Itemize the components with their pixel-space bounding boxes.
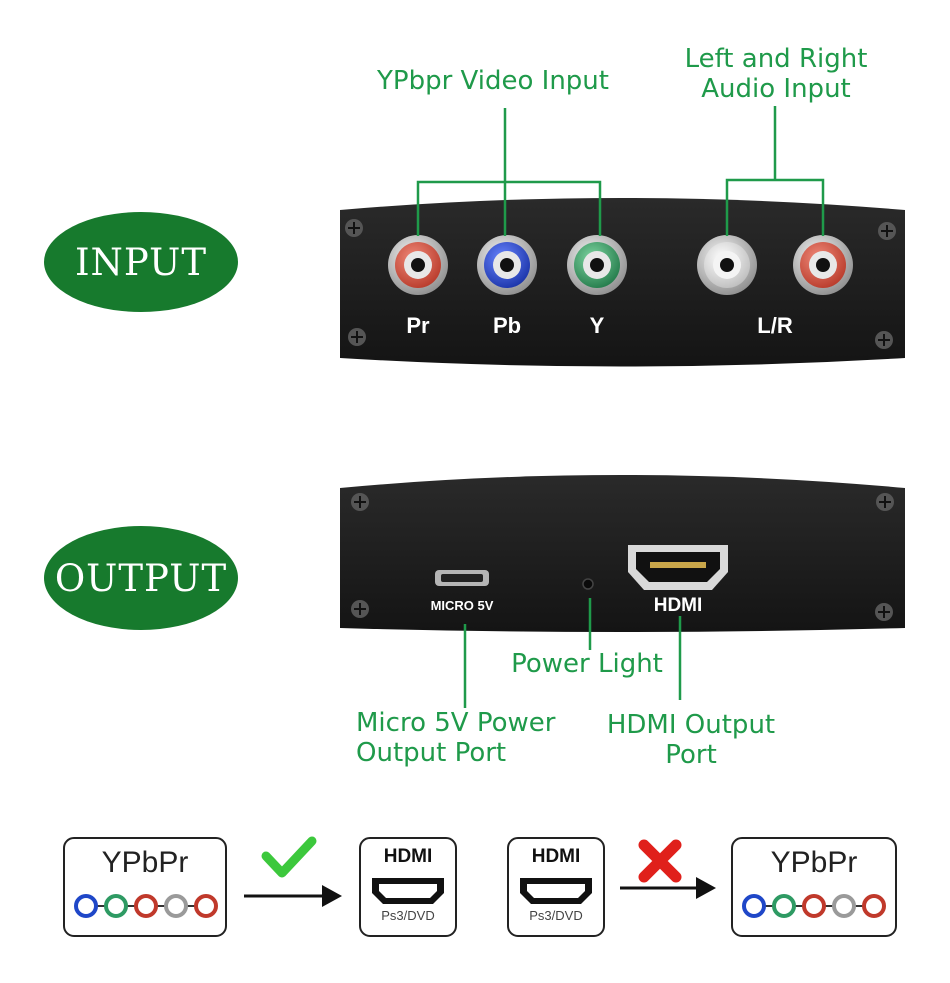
jack-label-pb: Pb	[492, 313, 522, 338]
video-callout-lines	[416, 108, 602, 236]
output-badge: OUTPUT	[44, 526, 238, 630]
rca-jack-y-icon	[567, 235, 627, 295]
hdmi-output-callout-line1: HDMI Output	[606, 710, 776, 740]
ypbpr-target-box	[731, 837, 897, 937]
micro-usb-port-icon	[435, 570, 489, 586]
power-light-callout: Power Light	[511, 649, 663, 679]
ypbpr-connector-row-icon	[74, 894, 218, 918]
rca-jack-pr-icon	[388, 235, 448, 295]
unsupported-source-label: HDMI	[531, 846, 581, 867]
supported-source-label: YPbPr	[101, 846, 189, 879]
audio-input-callout-line1: Left and Right	[684, 44, 868, 74]
hdmi-port-icon	[628, 545, 728, 590]
unsupported-source-caption: Ps3/DVD	[529, 908, 583, 923]
screw-icon	[875, 331, 893, 349]
audio-input-callout-line2: Audio Input	[701, 74, 851, 104]
supported-target-caption: Ps3/DVD	[381, 908, 435, 923]
rca-jack-right-audio-icon	[793, 235, 853, 295]
check-mark-icon	[261, 836, 317, 878]
jack-label-y: Y	[589, 313, 605, 338]
hdmi-output-callout-line2: Port	[665, 740, 717, 770]
unsupported-target-label: YPbPr	[770, 846, 858, 879]
jack-label-lr: L/R	[757, 313, 793, 338]
input-badge-label: INPUT	[74, 240, 208, 284]
input-device-panel	[340, 198, 905, 367]
jack-label-pr: Pr	[406, 313, 430, 338]
rca-jack-left-audio-icon	[697, 235, 757, 295]
arrow-right-icon	[620, 877, 716, 899]
micro-port-callout-line1: Micro 5V Power	[356, 708, 556, 738]
screw-icon	[875, 603, 893, 621]
screw-icon	[348, 328, 366, 346]
screw-icon	[345, 219, 363, 237]
power-light-icon	[582, 578, 594, 590]
hdmi-port-label: HDMI	[653, 595, 703, 616]
output-badge-label: OUTPUT	[54, 556, 228, 600]
hdmi-target-box	[359, 837, 457, 937]
hdmi-source-box	[507, 837, 605, 937]
audio-callout-lines	[725, 106, 825, 236]
screw-icon	[878, 222, 896, 240]
video-input-callout: YPbpr Video Input	[377, 66, 609, 96]
output-callout-lines	[463, 598, 682, 708]
supported-target-label: HDMI	[383, 846, 433, 867]
screw-icon	[876, 493, 894, 511]
screw-icon	[351, 493, 369, 511]
ypbpr-connector-row-icon	[742, 894, 886, 918]
micro-port-callout-line2: Output Port	[356, 738, 507, 768]
rca-jack-pb-icon	[477, 235, 537, 295]
cross-mark-icon	[638, 839, 682, 883]
screw-icon	[351, 600, 369, 618]
output-device-panel	[340, 475, 905, 632]
arrow-right-icon	[244, 885, 342, 907]
input-badge: INPUT	[44, 212, 238, 312]
micro-port-label: MICRO 5V	[430, 598, 494, 613]
